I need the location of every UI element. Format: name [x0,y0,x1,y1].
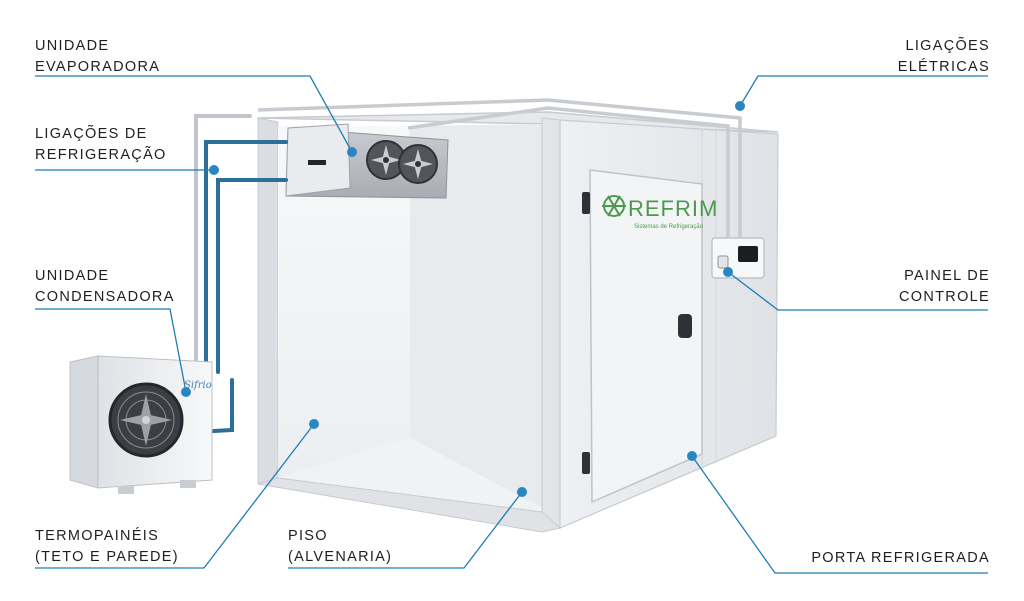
condenser-brand: Sifrio [184,380,212,391]
back-wall [278,126,410,478]
callout-evaporator [35,75,353,153]
fan-icon [398,144,438,184]
label-evaporator: UNIDADE EVAPORADORA [35,38,161,75]
label-floor: PISO (ALVENARIA) [288,528,393,565]
label-refrigeration-lines: LIGAÇÕES DE REFRIGERAÇÃO [35,126,167,163]
door-hinge-bottom [582,452,590,474]
control-switch[interactable] [717,255,729,269]
fan-icon [108,382,184,458]
callout-panels [35,423,315,569]
refrigeration-lines [194,114,288,434]
label-condenser: UNIDADE CONDENSADORA [35,268,175,305]
fan-icon [366,140,406,180]
callout-floor [288,491,523,569]
label-panels: TERMOPAINÉIS (TETO E PAREDE) [35,528,179,565]
electrical-lines [257,98,742,238]
label-electrical: LIGAÇÕES ELÉTRICAS [897,38,990,75]
door-hinge-top [582,192,590,214]
condensing-unit: Sifrio [69,355,213,494]
callout-condenser [35,308,187,393]
brand-name: REFRIM [628,196,718,221]
evaporator-unit [285,123,449,199]
callout-door [691,455,988,574]
callout-control [727,271,988,311]
control-display [738,246,758,262]
front-post [541,117,561,529]
brand-tagline: Sistemas de Refrigeração [634,224,704,230]
floor-surface [278,438,542,512]
snowflake-logo-icon [602,195,626,217]
door-handle[interactable] [678,314,692,338]
left-wall [257,117,279,485]
callout-dots [181,101,745,497]
label-control-panel: PAINEL DE CONTROLE [899,268,990,305]
control-panel[interactable] [711,237,765,279]
bottom-sill [257,477,562,533]
refrigerated-door[interactable]: REFRIM Sistemas de Refrigeração [582,169,718,504]
label-door: PORTA REFRIGERADA [811,550,990,566]
callout-lines [35,75,988,574]
interior-side-wall [410,124,542,508]
callout-electrical [739,75,988,107]
